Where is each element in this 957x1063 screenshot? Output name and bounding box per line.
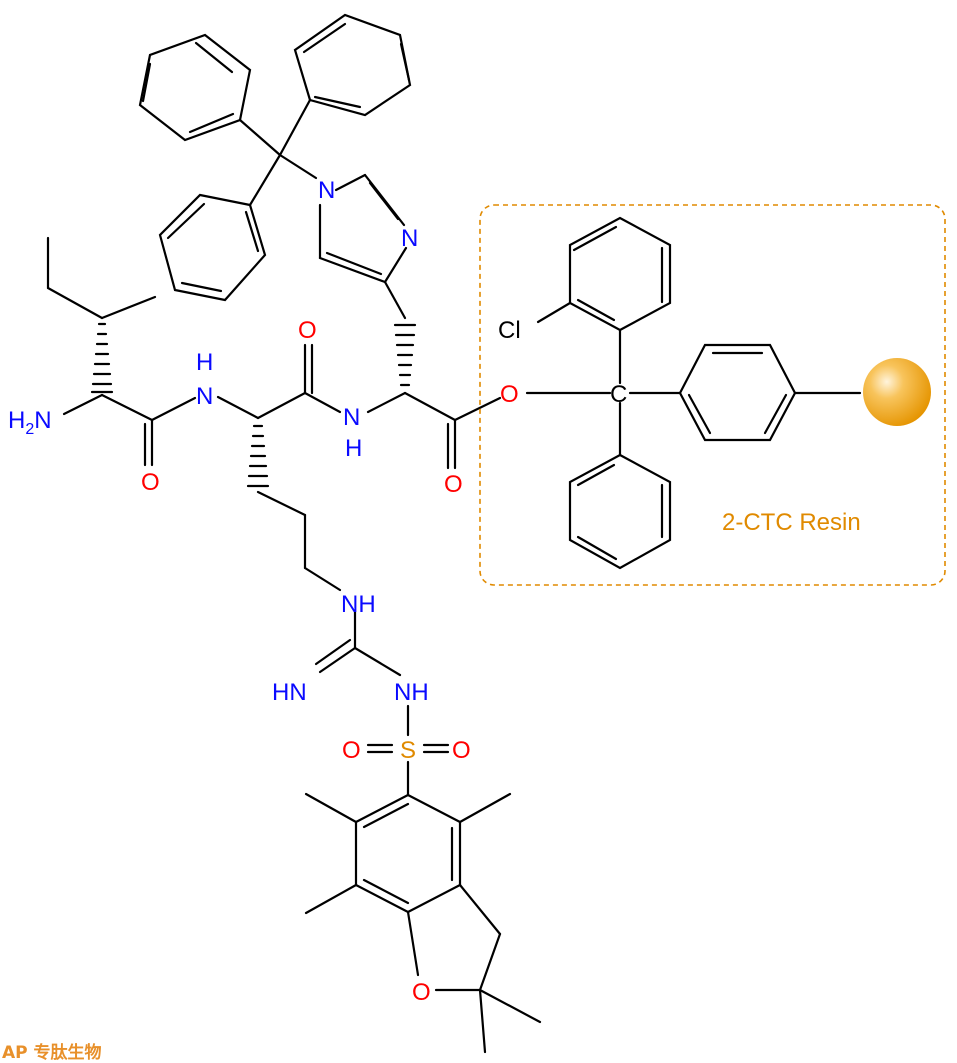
trityl-group <box>138 13 412 302</box>
label-ile-amide-h: H <box>196 349 213 376</box>
pbf-protecting-group <box>304 792 542 1054</box>
resin-label: 2-CTC Resin <box>722 509 861 536</box>
label-arg-carbonyl-o: O <box>298 317 317 344</box>
stereo-hash-ile-beta <box>90 322 114 394</box>
stereo-hash-his-alpha <box>393 323 417 387</box>
label-cl: Cl <box>498 317 521 344</box>
label-sulfonamide-nh: NH <box>394 679 429 706</box>
label-guanidine-nh: NH <box>341 591 376 618</box>
label-ile-carbonyl-o: O <box>141 469 160 496</box>
resin-region <box>479 204 946 586</box>
label-sulfonyl-o-right: O <box>452 737 471 764</box>
atom-labels: H2N H N O O N H N N O O C Cl NH HN NH S … <box>8 177 627 1006</box>
label-his-n1: N <box>318 177 335 204</box>
arginine-residue <box>216 343 450 797</box>
label-trityl-c: C <box>610 381 627 408</box>
label-his-n3: N <box>401 225 418 252</box>
stereo-hash-arg-alpha <box>246 424 270 488</box>
label-arg-amide-h: H <box>345 435 362 462</box>
watermark-logo: AP 专肽生物 <box>2 1042 102 1063</box>
label-sulfur: S <box>400 737 416 764</box>
isoleucine-residue <box>46 236 197 467</box>
label-ester-o: O <box>500 381 519 408</box>
histidine-residue <box>318 173 502 470</box>
label-sulfonyl-o-left: O <box>342 737 361 764</box>
label-guanidine-hn: HN <box>272 679 307 706</box>
resin-bead-icon <box>863 358 931 426</box>
label-arg-amide-n: N <box>343 404 360 431</box>
label-h2n: H2N <box>8 407 52 438</box>
label-ring-o: O <box>412 979 431 1006</box>
resin-dashed-box <box>479 204 946 586</box>
label-ile-amide-n: N <box>196 383 213 410</box>
label-his-carbonyl-o: O <box>444 471 463 498</box>
